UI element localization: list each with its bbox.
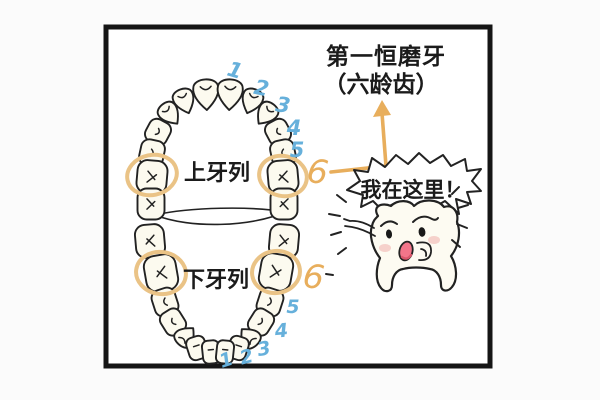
left-eye bbox=[385, 229, 393, 239]
tooth bbox=[142, 253, 180, 293]
tooth-character bbox=[325, 186, 469, 293]
lower-arch-label: 下牙列 bbox=[183, 268, 249, 293]
upper-dental-arch bbox=[135, 78, 300, 221]
tooth bbox=[133, 223, 167, 259]
tongue bbox=[400, 253, 413, 260]
lower-tooth-number-4: 4 bbox=[273, 319, 289, 342]
left-eyebrow bbox=[380, 220, 398, 227]
annotation-line2: （六龄齿） bbox=[324, 71, 439, 98]
hand-icon bbox=[416, 241, 432, 261]
right-eye bbox=[418, 227, 426, 237]
lower-right-molar-ring bbox=[250, 248, 302, 296]
emphasis-lines bbox=[325, 186, 469, 276]
tooth bbox=[156, 100, 179, 125]
upper-tooth-number-4: 4 bbox=[286, 116, 302, 140]
lower-tooth-number-1: 1 bbox=[216, 348, 235, 373]
upper-right-molar-ring bbox=[257, 153, 309, 199]
tooth bbox=[192, 78, 220, 111]
lower-tooth-number-3: 3 bbox=[256, 337, 273, 361]
upper-tooth-number-1: 1 bbox=[225, 57, 246, 84]
upper-tooth-number-3: 3 bbox=[274, 92, 292, 118]
right-blush bbox=[428, 236, 440, 244]
pointing-arm bbox=[343, 218, 376, 237]
tooth bbox=[241, 87, 265, 115]
upper-arch-label: 上牙列 bbox=[184, 161, 250, 186]
tooth bbox=[257, 252, 295, 292]
annotation-line1: 第一恒磨牙 bbox=[326, 43, 446, 70]
upper-left-molar-ring bbox=[125, 152, 179, 198]
tooth bbox=[216, 78, 244, 111]
lower-tooth-number-5: 5 bbox=[286, 296, 299, 318]
upper-tooth-number-5: 5 bbox=[290, 138, 305, 162]
tooth bbox=[214, 339, 236, 365]
left-blush bbox=[379, 244, 391, 252]
upper-tooth-number-2: 2 bbox=[252, 75, 271, 102]
speech-bubble-text: 我在这里！ bbox=[361, 178, 466, 202]
right-eyebrow bbox=[412, 215, 439, 223]
tooth bbox=[257, 100, 280, 125]
tooth bbox=[171, 87, 195, 115]
lower-tooth-number-2: 2 bbox=[237, 345, 255, 370]
tooth bbox=[158, 307, 188, 337]
lower-left-molar-ring bbox=[134, 249, 188, 297]
tooth-character-body bbox=[369, 199, 461, 293]
